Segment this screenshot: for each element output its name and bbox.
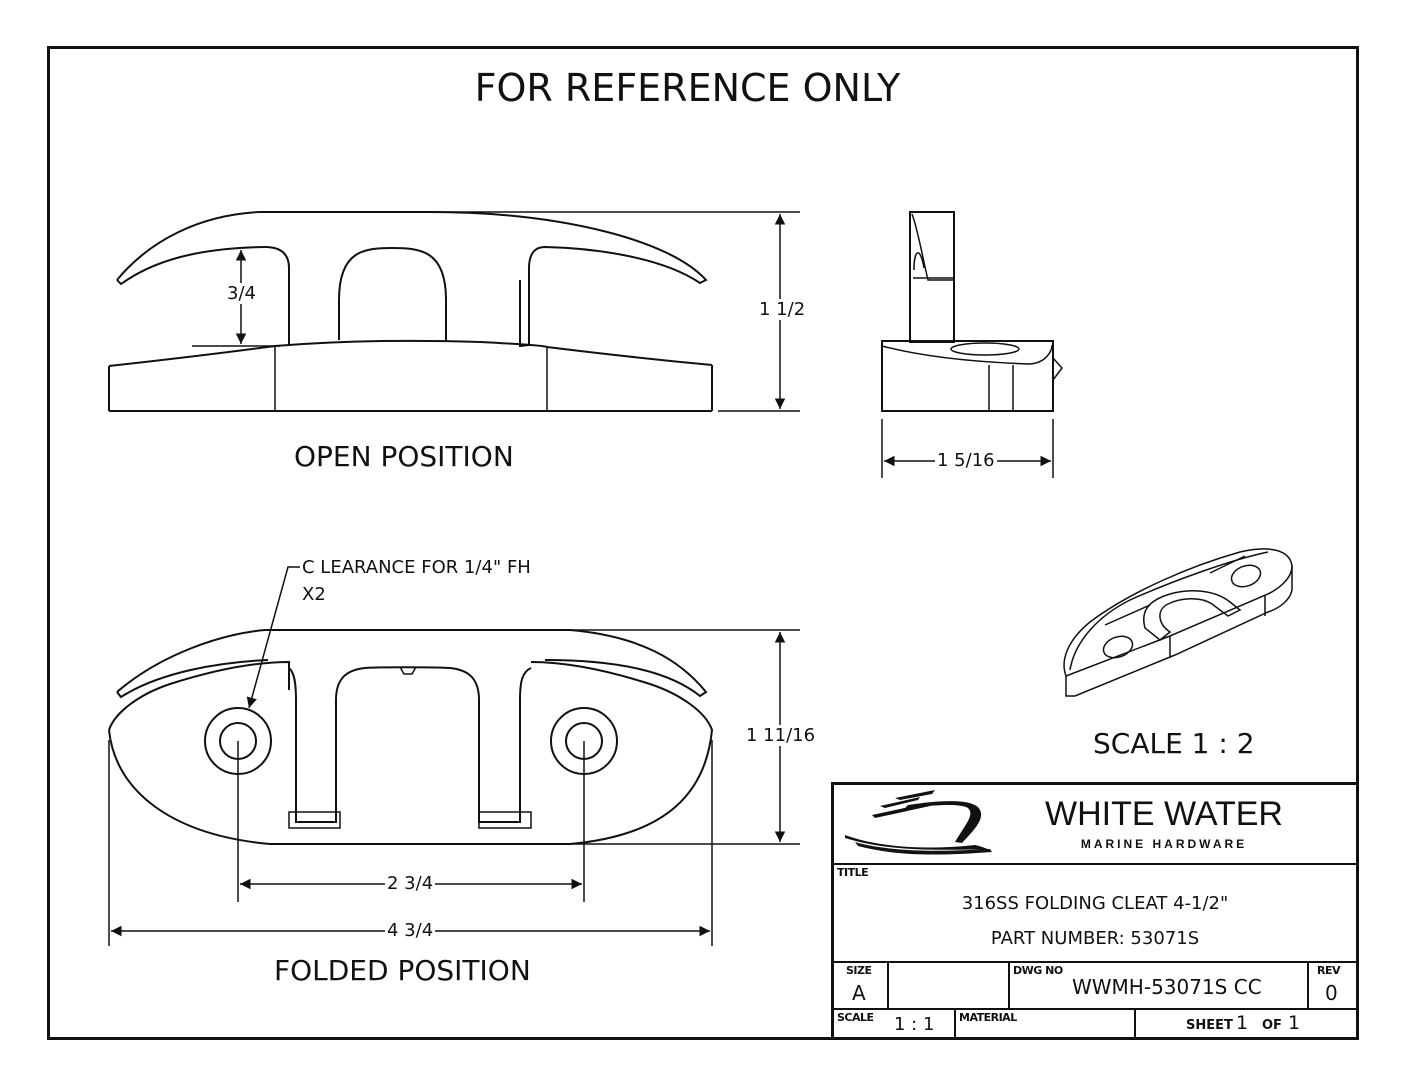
title-block-dwg-row: SIZE A DWG NO WWMH-53071S CC REV 0 xyxy=(834,963,1356,1010)
folded-body-outline xyxy=(108,660,714,845)
dwg-no-caption: DWG NO xyxy=(1013,964,1063,977)
dim-hole-spacing: 2 3/4 xyxy=(385,873,436,894)
rev-value: 0 xyxy=(1325,981,1338,1005)
title-block-brand-row: WHITE WATER MARINE HARDWARE xyxy=(834,785,1356,865)
drawing-title: 316SS FOLDING CLEAT 4-1/2" xyxy=(961,893,1229,914)
open-base-top xyxy=(108,339,713,367)
brand-name: WHITE WATER xyxy=(1045,795,1283,833)
material-cell: MATERIAL xyxy=(956,1010,1136,1040)
rev-cell: REV 0 xyxy=(1309,963,1356,1008)
scale-value: 1 : 1 xyxy=(894,1014,935,1035)
sheet-total: 1 xyxy=(1288,1012,1301,1034)
folded-horn-outer xyxy=(116,629,708,698)
scale-caption: SCALE xyxy=(837,1011,874,1024)
isometric-scale-label: SCALE 1 : 2 xyxy=(1093,727,1255,760)
dim-folded-height: 1 11/16 xyxy=(744,725,818,746)
sheet-cell: SHEET 1 OF 1 xyxy=(1136,1010,1356,1040)
page-title: FOR REFERENCE ONLY xyxy=(474,66,901,110)
title-caption: TITLE xyxy=(837,866,869,879)
part-number: PART NUMBER: 53071S xyxy=(990,928,1200,949)
dim-horn-clearance: 3/4 xyxy=(225,283,258,304)
dim-overall-length: 4 3/4 xyxy=(385,920,436,941)
open-middle-arch xyxy=(338,246,447,341)
size-caption: SIZE xyxy=(846,964,872,977)
size-value: A xyxy=(852,981,866,1005)
dim-side-width: 1 5/16 xyxy=(935,450,997,471)
title-block: WHITE WATER MARINE HARDWARE TITLE 316SS … xyxy=(831,782,1359,1040)
side-view xyxy=(881,211,1063,478)
folded-slot-left xyxy=(288,666,532,823)
open-horn-outer xyxy=(116,211,708,348)
dim-overall-height: 1 1/2 xyxy=(757,299,808,320)
blank-cell xyxy=(889,963,1010,1008)
title-block-scale-row: SCALE 1 : 1 MATERIAL SHEET 1 OF 1 xyxy=(834,1010,1356,1040)
folded-position-label: FOLDED POSITION xyxy=(274,954,531,987)
sheet-caption: SHEET xyxy=(1186,1018,1233,1033)
open-horn-inner-left xyxy=(116,245,290,345)
isometric-view xyxy=(1063,548,1293,697)
brand-logo-icon xyxy=(845,790,992,855)
drawing-border xyxy=(47,46,1359,1040)
dwg-no-cell: DWG NO WWMH-53071S CC xyxy=(1010,963,1309,1008)
open-position-view xyxy=(108,211,800,412)
scale-cell: SCALE 1 : 1 xyxy=(834,1010,956,1040)
open-position-label: OPEN POSITION xyxy=(294,440,514,473)
of-caption: OF xyxy=(1262,1018,1282,1033)
brand-subtitle: MARINE HARDWARE xyxy=(1080,837,1248,851)
sheet-number: 1 xyxy=(1236,1012,1249,1034)
rev-caption: REV xyxy=(1317,964,1341,977)
folded-position-view xyxy=(108,566,800,946)
clearance-leader xyxy=(246,566,300,709)
dwg-no-value: WWMH-53071S CC xyxy=(1072,975,1262,999)
size-cell: SIZE A xyxy=(834,963,889,1008)
clearance-note-line1: C LEARANCE FOR 1/4" FH xyxy=(302,557,531,578)
title-block-title-row: TITLE 316SS FOLDING CLEAT 4-1/2" PART NU… xyxy=(834,865,1356,963)
material-caption: MATERIAL xyxy=(959,1011,1017,1024)
clearance-note-line2: X2 xyxy=(302,584,326,605)
